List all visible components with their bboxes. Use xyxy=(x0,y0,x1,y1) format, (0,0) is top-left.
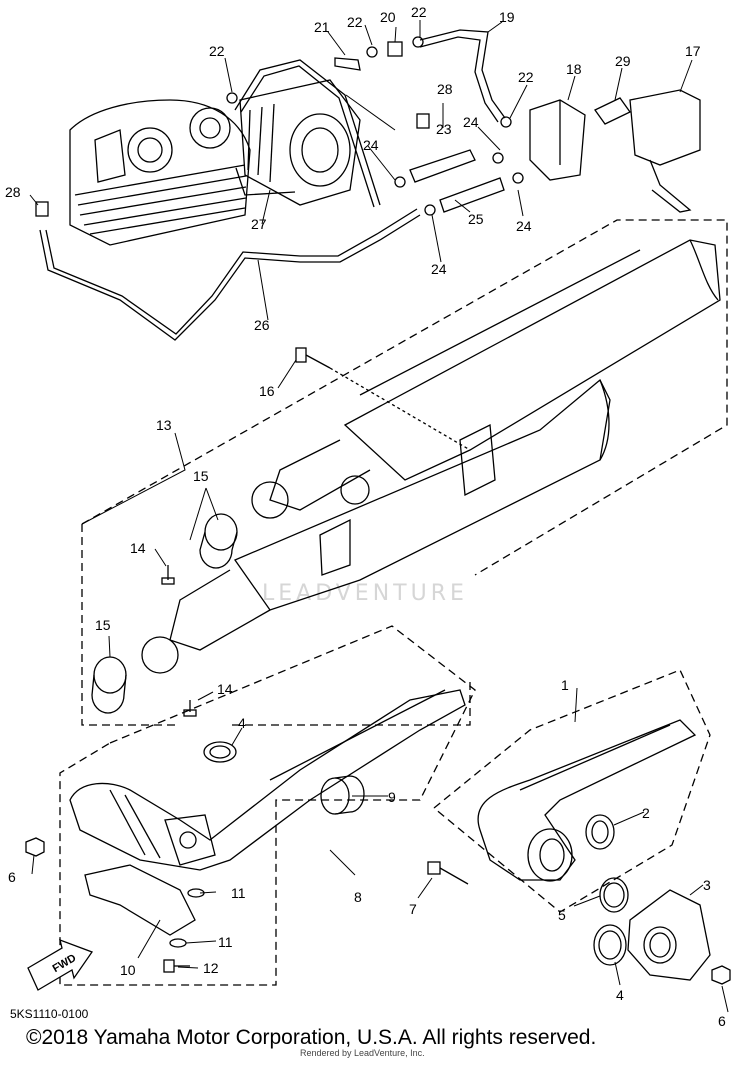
callout-3: 3 xyxy=(703,877,711,893)
callout-22-b: 22 xyxy=(347,14,363,30)
callout-4-upper: 4 xyxy=(238,715,246,731)
callout-labels: 1 2 3 4 4 5 6 6 7 8 9 10 11 11 12 13 14 … xyxy=(5,4,726,1029)
callout-16: 16 xyxy=(259,383,275,399)
callout-7: 7 xyxy=(409,901,417,917)
air-pipe-27 xyxy=(234,59,381,208)
heat-protector-10 xyxy=(84,864,196,936)
gasket-9 xyxy=(320,775,365,815)
copyright-notice: ©2018 Yamaha Motor Corporation, U.S.A. A… xyxy=(26,1026,597,1049)
gasket-4-upper xyxy=(203,741,237,763)
callout-10: 10 xyxy=(120,962,136,978)
exhaust-pipe-1 xyxy=(477,719,697,882)
nut-6 xyxy=(25,837,731,985)
group-outline-muffler-13 xyxy=(81,219,728,726)
callout-11-upper: 11 xyxy=(231,885,246,901)
muffler-lower xyxy=(169,378,611,651)
callout-19: 19 xyxy=(499,9,515,25)
callout-26: 26 xyxy=(254,317,270,333)
joint-3 xyxy=(627,889,711,981)
callout-24-a: 24 xyxy=(363,137,379,153)
muffler-upper xyxy=(269,239,721,511)
callout-2: 2 xyxy=(642,805,650,821)
bolt-14 xyxy=(161,565,197,717)
bolt-16 xyxy=(295,347,331,369)
hose-23 xyxy=(409,149,476,183)
callout-28-right: 28 xyxy=(437,81,453,97)
callout-4-lower: 4 xyxy=(616,987,624,1003)
callout-29: 29 xyxy=(615,53,631,69)
connector-20 xyxy=(387,41,403,57)
callout-9: 9 xyxy=(388,789,396,805)
air-cut-valve-18 xyxy=(529,99,586,181)
throttle-body xyxy=(239,79,361,206)
gasket-4-lower xyxy=(593,924,627,966)
forward-arrow-icon xyxy=(27,938,94,991)
callout-6-left: 6 xyxy=(8,869,16,885)
air-filter-case-17 xyxy=(629,89,701,213)
washer-11 xyxy=(169,888,205,948)
callout-27: 27 xyxy=(251,216,267,232)
gasket-15 xyxy=(91,513,238,714)
diagram-code: 5KS1110-0100 xyxy=(10,1007,89,1021)
group-outline-pipe-1 xyxy=(433,669,711,913)
callout-15-lower: 15 xyxy=(95,617,111,633)
rendered-by-note: Rendered by LeadVenture, Inc. xyxy=(300,1048,425,1058)
callout-15-upper: 15 xyxy=(193,468,209,484)
hose-25 xyxy=(439,177,505,213)
bolt-7 xyxy=(427,861,469,885)
muffler-clamp xyxy=(141,423,496,674)
hose-29 xyxy=(594,97,631,125)
hose-19 xyxy=(419,29,506,123)
gasket-5 xyxy=(599,877,629,913)
callout-22-d: 22 xyxy=(518,69,534,85)
callout-28-left: 28 xyxy=(5,184,21,200)
bolt-12 xyxy=(163,959,190,973)
callout-17: 17 xyxy=(685,43,701,59)
callout-6-right: 6 xyxy=(718,1013,726,1029)
callout-11-lower: 11 xyxy=(218,934,233,950)
callout-12: 12 xyxy=(203,960,219,976)
hose-21 xyxy=(334,57,361,71)
callout-20: 20 xyxy=(380,9,396,25)
callout-14-upper: 14 xyxy=(130,540,146,556)
callout-18: 18 xyxy=(566,61,582,77)
air-pipe-26 xyxy=(39,208,421,341)
leader-lines xyxy=(29,20,729,1013)
callout-14-lower: 14 xyxy=(217,681,233,697)
callout-22-c: 22 xyxy=(411,4,427,20)
leader-dotted-16 xyxy=(329,367,471,451)
callout-13: 13 xyxy=(156,417,172,433)
callout-8: 8 xyxy=(354,889,362,905)
engine-cylinder-head xyxy=(69,99,251,246)
callout-21: 21 xyxy=(314,19,330,35)
gasket-2 xyxy=(585,814,615,850)
callout-24-b: 24 xyxy=(463,114,479,130)
callout-1: 1 xyxy=(561,677,569,693)
callout-24-c: 24 xyxy=(516,218,532,234)
hose-clips-22-24 xyxy=(226,36,524,216)
callout-5: 5 xyxy=(558,907,566,923)
group-outline-exhaust-pipe-8 xyxy=(59,625,476,986)
exhaust-pipe-8 xyxy=(69,689,466,871)
callout-22-a: 22 xyxy=(209,43,225,59)
cap-28 xyxy=(35,113,430,217)
callout-24-d: 24 xyxy=(431,261,447,277)
callout-23: 23 xyxy=(436,121,452,137)
callout-25: 25 xyxy=(468,211,484,227)
